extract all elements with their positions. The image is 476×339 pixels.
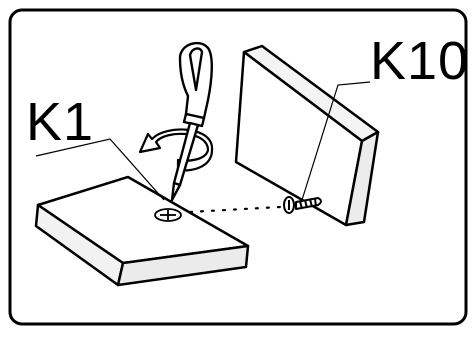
callout-k1: K1 — [26, 95, 94, 149]
screw-hole — [155, 209, 181, 221]
callout-k10: K10 — [370, 34, 469, 88]
